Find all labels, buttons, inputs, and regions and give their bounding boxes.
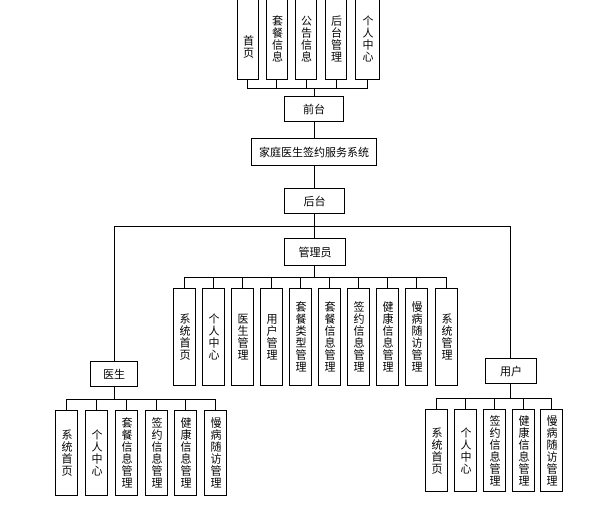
doctor-item-contract-info-management: 签约信息管理 (145, 410, 168, 496)
admin-item-system-home: 系统首页 (173, 288, 196, 386)
node-frontend: 前台 (284, 96, 344, 122)
admin-item-package-type-management: 套餐类型管理 (289, 288, 312, 386)
user-item-personal-center: 个人中心 (454, 409, 477, 492)
doctor-item-chronic-followup-management: 慢病随访管理 (204, 410, 227, 496)
node-backend: 后台 (284, 188, 345, 214)
admin-item-chronic-followup-management: 慢病随访管理 (405, 288, 428, 386)
node-doctor: 医生 (90, 361, 138, 387)
frontend-item-announcement: 公告信息 (295, 0, 317, 80)
user-item-system-home: 系统首页 (425, 409, 448, 492)
doctor-item-package-info-management: 套餐信息管理 (115, 410, 138, 496)
admin-item-package-info-management: 套餐信息管理 (318, 288, 341, 386)
admin-item-user-management: 用户管理 (260, 288, 283, 386)
frontend-item-home: 首页 (237, 0, 259, 80)
doctor-item-system-home: 系统首页 (55, 410, 78, 496)
admin-item-contract-info-management: 签约信息管理 (347, 288, 370, 386)
frontend-item-personal-center: 个人中心 (355, 0, 380, 80)
frontend-item-backend-management: 后台管理 (325, 0, 347, 80)
admin-item-doctor-management: 医生管理 (231, 288, 254, 386)
node-system: 家庭医生签约服务系统 (251, 138, 377, 166)
doctor-item-health-info-management: 健康信息管理 (174, 410, 197, 496)
frontend-item-package-info: 套餐信息 (266, 0, 288, 80)
user-item-health-info-management: 健康信息管理 (512, 409, 535, 492)
user-item-contract-info-management: 签约信息管理 (483, 409, 506, 492)
node-user: 用户 (485, 358, 537, 384)
admin-item-personal-center: 个人中心 (202, 288, 225, 386)
admin-item-health-info-management: 健康信息管理 (376, 288, 399, 386)
user-item-chronic-followup-management: 慢病随访管理 (540, 409, 563, 492)
admin-item-system-management: 系统管理 (435, 288, 458, 386)
node-admin: 管理员 (284, 238, 346, 266)
doctor-item-personal-center: 个人中心 (85, 410, 108, 496)
